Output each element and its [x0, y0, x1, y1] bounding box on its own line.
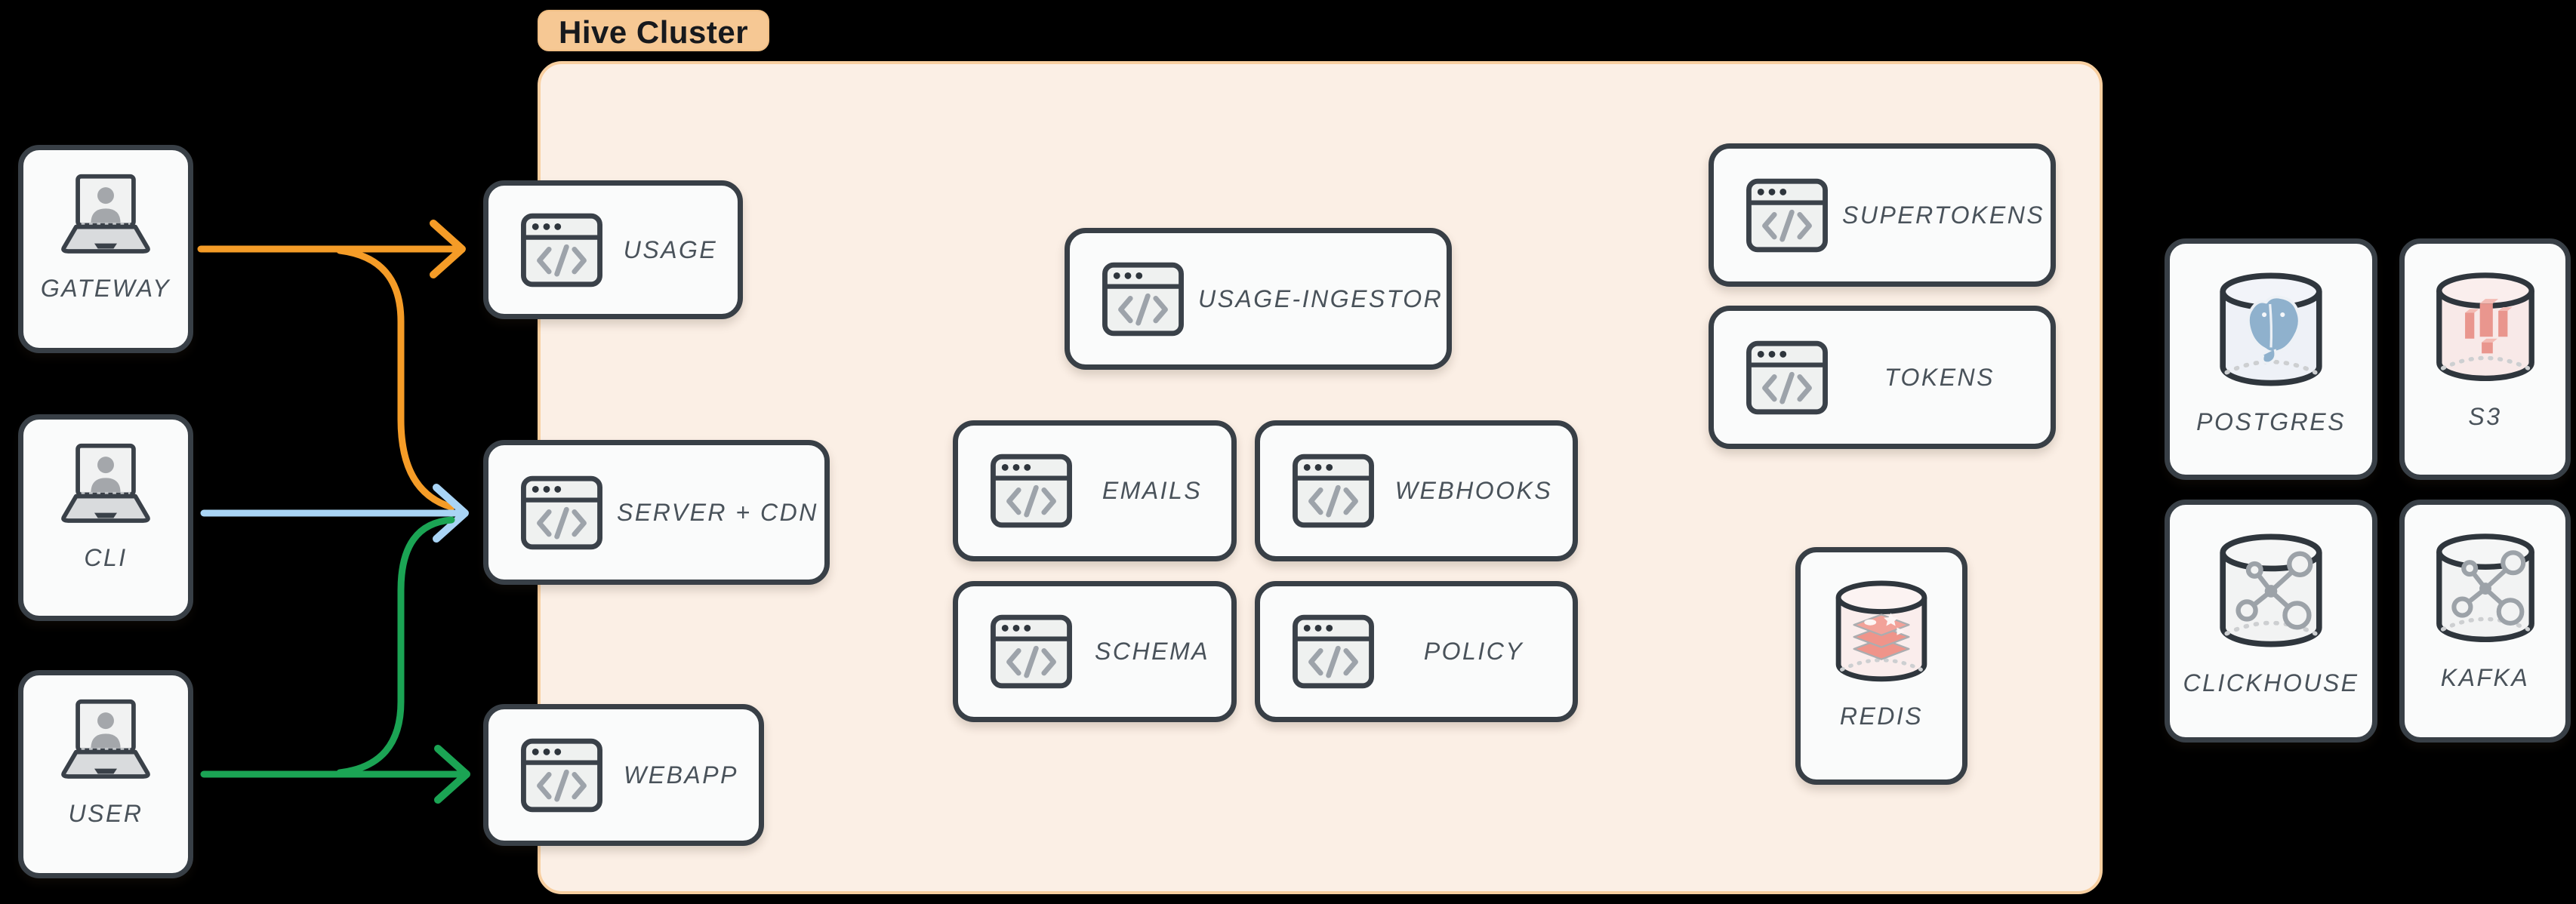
- edge-gateway-server-branch: [336, 247, 455, 511]
- node-schema: SCHEMA: [953, 581, 1237, 722]
- arrowhead-webapp: [434, 745, 470, 804]
- code-window-icon: [1292, 614, 1375, 689]
- node-label: WEBHOOKS: [1394, 477, 1553, 504]
- code-window-icon: [520, 475, 603, 550]
- code-window-icon: [520, 213, 603, 287]
- s3-database-icon: [2432, 266, 2539, 392]
- node-label: SUPERTOKENS: [1842, 201, 2045, 229]
- hive-cluster-badge: Hive Cluster: [538, 10, 770, 51]
- node-label: REDIS: [1839, 703, 1924, 730]
- laptop-user-icon: [49, 173, 162, 257]
- node-usage: USAGE: [483, 180, 743, 319]
- postgres-database-icon: [2215, 266, 2327, 398]
- node-redis: REDIS: [1795, 547, 1967, 785]
- node-cli: CLI: [18, 414, 193, 621]
- node-policy: POLICY: [1255, 581, 1578, 722]
- node-supertokens: SUPERTOKENS: [1709, 143, 2056, 287]
- node-label: SCHEMA: [1095, 638, 1209, 665]
- node-label: SERVER + CDN: [617, 498, 818, 526]
- laptop-user-icon: [49, 442, 162, 526]
- node-label: USER: [68, 800, 143, 827]
- node-label: EMAILS: [1102, 477, 1203, 504]
- redis-database-icon: [1832, 575, 1931, 692]
- code-window-icon: [1102, 262, 1185, 337]
- code-window-icon: [1746, 340, 1829, 415]
- code-window-icon: [1292, 454, 1375, 528]
- node-webhooks: WEBHOOKS: [1255, 420, 1578, 561]
- node-usage-ingestor: USAGE-INGESTOR: [1065, 228, 1452, 370]
- node-label: USAGE: [623, 235, 718, 263]
- node-kafka: KAFKA: [2399, 500, 2571, 743]
- node-label: TOKENS: [1884, 363, 1995, 391]
- node-label: POSTGRES: [2196, 408, 2346, 435]
- node-label: POLICY: [1423, 638, 1524, 665]
- code-window-icon: [990, 454, 1073, 528]
- node-label: S3: [2468, 403, 2502, 430]
- node-label: CLI: [84, 544, 128, 571]
- code-window-icon: [520, 738, 603, 813]
- node-label: CLICKHOUSE: [2183, 669, 2359, 696]
- node-server-cdn: SERVER + CDN: [483, 440, 830, 585]
- node-emails: EMAILS: [953, 420, 1237, 561]
- node-label: GATEWAY: [40, 275, 171, 302]
- node-gateway: GATEWAY: [18, 145, 193, 353]
- kafka-database-icon: [2432, 527, 2539, 653]
- node-user: USER: [18, 670, 193, 878]
- arrowhead-server: [433, 484, 469, 543]
- node-label: USAGE-INGESTOR: [1198, 284, 1444, 312]
- edge-user-server-branch: [336, 516, 455, 776]
- code-window-icon: [990, 614, 1073, 689]
- node-postgres: POSTGRES: [2165, 238, 2377, 480]
- laptop-user-icon: [49, 698, 162, 782]
- arrowhead-usage: [430, 220, 466, 278]
- code-window-icon: [1746, 178, 1829, 253]
- node-clickhouse: CLICKHOUSE: [2165, 500, 2377, 743]
- node-webapp: WEBAPP: [483, 704, 764, 846]
- node-label: KAFKA: [2440, 664, 2530, 691]
- node-s3: S3: [2399, 238, 2571, 480]
- clickhouse-database-icon: [2215, 527, 2327, 659]
- node-label: WEBAPP: [624, 761, 738, 789]
- node-tokens: TOKENS: [1709, 306, 2056, 449]
